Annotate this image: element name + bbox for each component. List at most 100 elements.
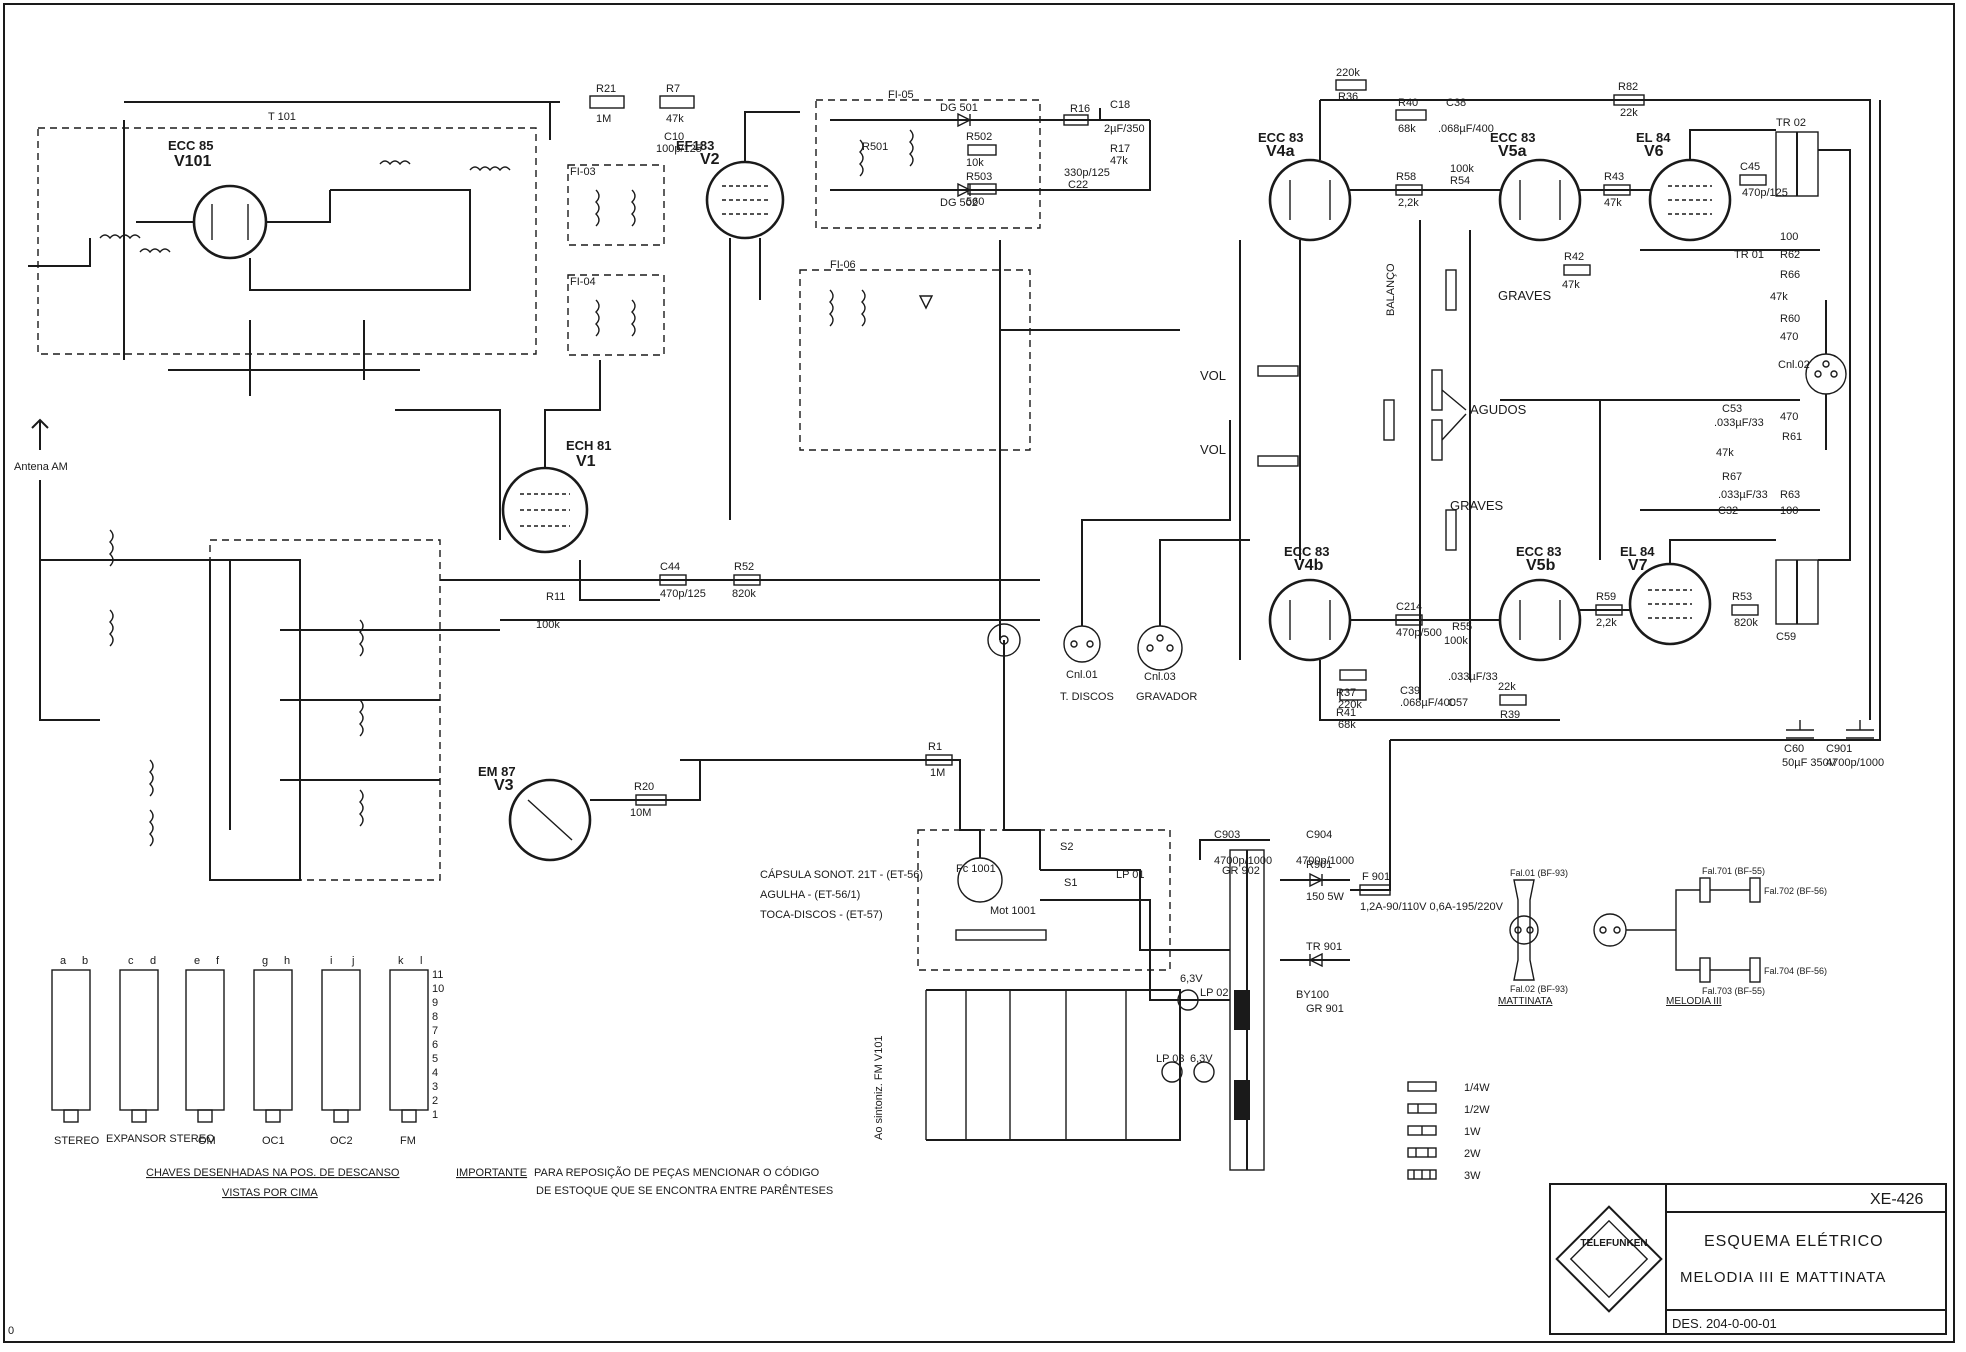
switch-num-3: 3 <box>432 1081 438 1093</box>
t101-frame <box>37 127 537 355</box>
r54-ref: R43 <box>1604 171 1624 183</box>
r55-ref: R59 <box>1596 591 1616 603</box>
c903-ref: C904 <box>1306 829 1332 841</box>
r20-ref: R1 <box>928 741 942 753</box>
r17-ref: R17 <box>1110 143 1130 155</box>
switch-expansor <box>119 969 159 1111</box>
c59-ref: C60 <box>1784 743 1804 755</box>
coil-l702 <box>149 809 154 847</box>
resistor-r502 <box>967 144 997 156</box>
connector-gravador <box>1137 625 1183 671</box>
cartridge-note-2: AGULHA - (ET-56/1) <box>760 889 860 901</box>
antenna-symbol <box>31 418 49 450</box>
switch-pin-a: a <box>60 955 67 967</box>
gravador-label: GRAVADOR <box>1136 691 1197 703</box>
resistor-r37 <box>1339 669 1367 681</box>
r11-ref: R20 <box>634 781 654 793</box>
tube-v101 <box>192 184 268 260</box>
tube-v5b-ref: V5b <box>1526 557 1556 574</box>
tube-v5b <box>1498 578 1582 662</box>
switch-pin-b: b <box>82 955 88 967</box>
c214-ref: R11 <box>546 591 565 603</box>
graves-label-lower: GRAVES <box>1450 498 1504 513</box>
cartridge-note-3: TOCA-DISCOS - (ET-57) <box>760 909 883 921</box>
gr901-ref: R901 <box>1306 859 1332 871</box>
vol-label-lower: VOL <box>1200 442 1226 457</box>
coil-l107 <box>379 160 411 166</box>
pot-graves-lower <box>1445 509 1457 551</box>
r36-ref: R36 <box>1338 91 1358 103</box>
r60-ref: R62 <box>1780 249 1800 261</box>
switch-pin-f: f <box>216 955 220 967</box>
wattage-1: 1W <box>1464 1126 1481 1138</box>
melodia-item-3: Fal.703 (BF-55) <box>1702 986 1765 996</box>
c59-value: 50µF 350V <box>1782 757 1837 769</box>
r54-value: 47k <box>1604 197 1622 209</box>
corner-mark: 0 <box>8 1325 14 1337</box>
wattage-1-4: 1/4W <box>1464 1082 1490 1094</box>
logo-text: TELEFUNKEN <box>1580 1238 1647 1249</box>
tube-v2-type: EF183 <box>676 138 714 153</box>
switch-pin-e: e <box>194 955 200 967</box>
c38-ref: C38 <box>1446 97 1466 109</box>
resistor-r82 <box>1613 94 1645 106</box>
r40-value: 68k <box>1398 123 1416 135</box>
r37-ref: R41 <box>1336 707 1356 719</box>
connector-t-discos <box>1063 625 1101 663</box>
mattinata-item-2: Fal.02 (BF-93) <box>1510 984 1568 994</box>
r58-ref: C45 <box>1740 161 1760 173</box>
sheet-models: MELODIA III E MATTINATA <box>1680 1269 1886 1286</box>
cnl02-label: Cnl.02 <box>1778 359 1810 371</box>
mattinata-item-1: Fal.01 (BF-93) <box>1510 868 1568 878</box>
r503-value: 560 <box>966 196 984 208</box>
r53-value: 22k <box>1498 681 1516 693</box>
tube-v4a <box>1268 158 1352 242</box>
switch-num-6: 6 <box>432 1039 438 1051</box>
mattinata-title: MATTINATA <box>1498 996 1553 1007</box>
tube-v4a-ref: V4a <box>1266 143 1295 160</box>
wattage-2: 2W <box>1464 1148 1481 1160</box>
r21-value: 1M <box>596 113 611 125</box>
mot1001-ref: Mot 1001 <box>990 905 1036 917</box>
switch-fm <box>389 969 429 1111</box>
r502-value: 10k <box>966 157 984 169</box>
melodia-title: MELODIA III <box>1666 996 1722 1007</box>
fi04-label: FI-04 <box>570 276 596 288</box>
vol-label-upper: VOL <box>1200 368 1226 383</box>
coil-l101 <box>99 234 141 240</box>
diode-dg502 <box>957 182 972 198</box>
resistor-r58 <box>1739 174 1767 186</box>
resistor-r11 <box>635 794 667 806</box>
switch-caption-1: CHAVES DESENHADAS NA POS. DE DESCANSO <box>146 1167 400 1179</box>
r21-ref: R21 <box>596 83 616 95</box>
resistor-r7 <box>659 95 695 109</box>
coil-l203 <box>359 619 364 657</box>
c22-value: 330p/125 <box>1064 167 1110 179</box>
r7-value: 47k <box>666 113 684 125</box>
switch-num-10: 10 <box>432 983 444 995</box>
r67-ref: R61 <box>1782 431 1802 443</box>
switch-name-fm: FM <box>400 1135 416 1147</box>
switch-name-oc1: OC1 <box>262 1135 285 1147</box>
note-line-1: PARA REPOSIÇÃO DE PEÇAS MENCIONAR O CÓDI… <box>534 1166 820 1179</box>
t101-label: T 101 <box>268 111 296 123</box>
lamp-lp01 <box>1177 989 1199 1011</box>
c57-ref: C53 <box>1722 403 1742 415</box>
r58-value: 470p/125 <box>1742 187 1788 199</box>
switch-pin-k: k <box>398 955 404 967</box>
r59-ref: R53 <box>1732 591 1752 603</box>
switch-name-stereo: STEREO <box>54 1135 100 1147</box>
pot-agudos-upper <box>1431 369 1443 411</box>
switch-pin-g: g <box>262 955 268 967</box>
c60-ref: C901 <box>1826 743 1852 755</box>
r901-ref: F 901 <box>1362 871 1390 883</box>
rectifier-gr902 <box>1308 952 1323 968</box>
r39-value: 220k <box>1338 699 1362 711</box>
r18-value: 820k <box>732 588 756 600</box>
c44-ref: R54 <box>1450 175 1470 187</box>
resistor-r59 <box>1731 604 1759 616</box>
fi05-frame <box>815 99 1041 229</box>
c904-value: BY100 <box>1296 989 1329 1001</box>
switch-num-5: 5 <box>432 1053 438 1065</box>
resistor-r42 <box>1395 184 1423 196</box>
